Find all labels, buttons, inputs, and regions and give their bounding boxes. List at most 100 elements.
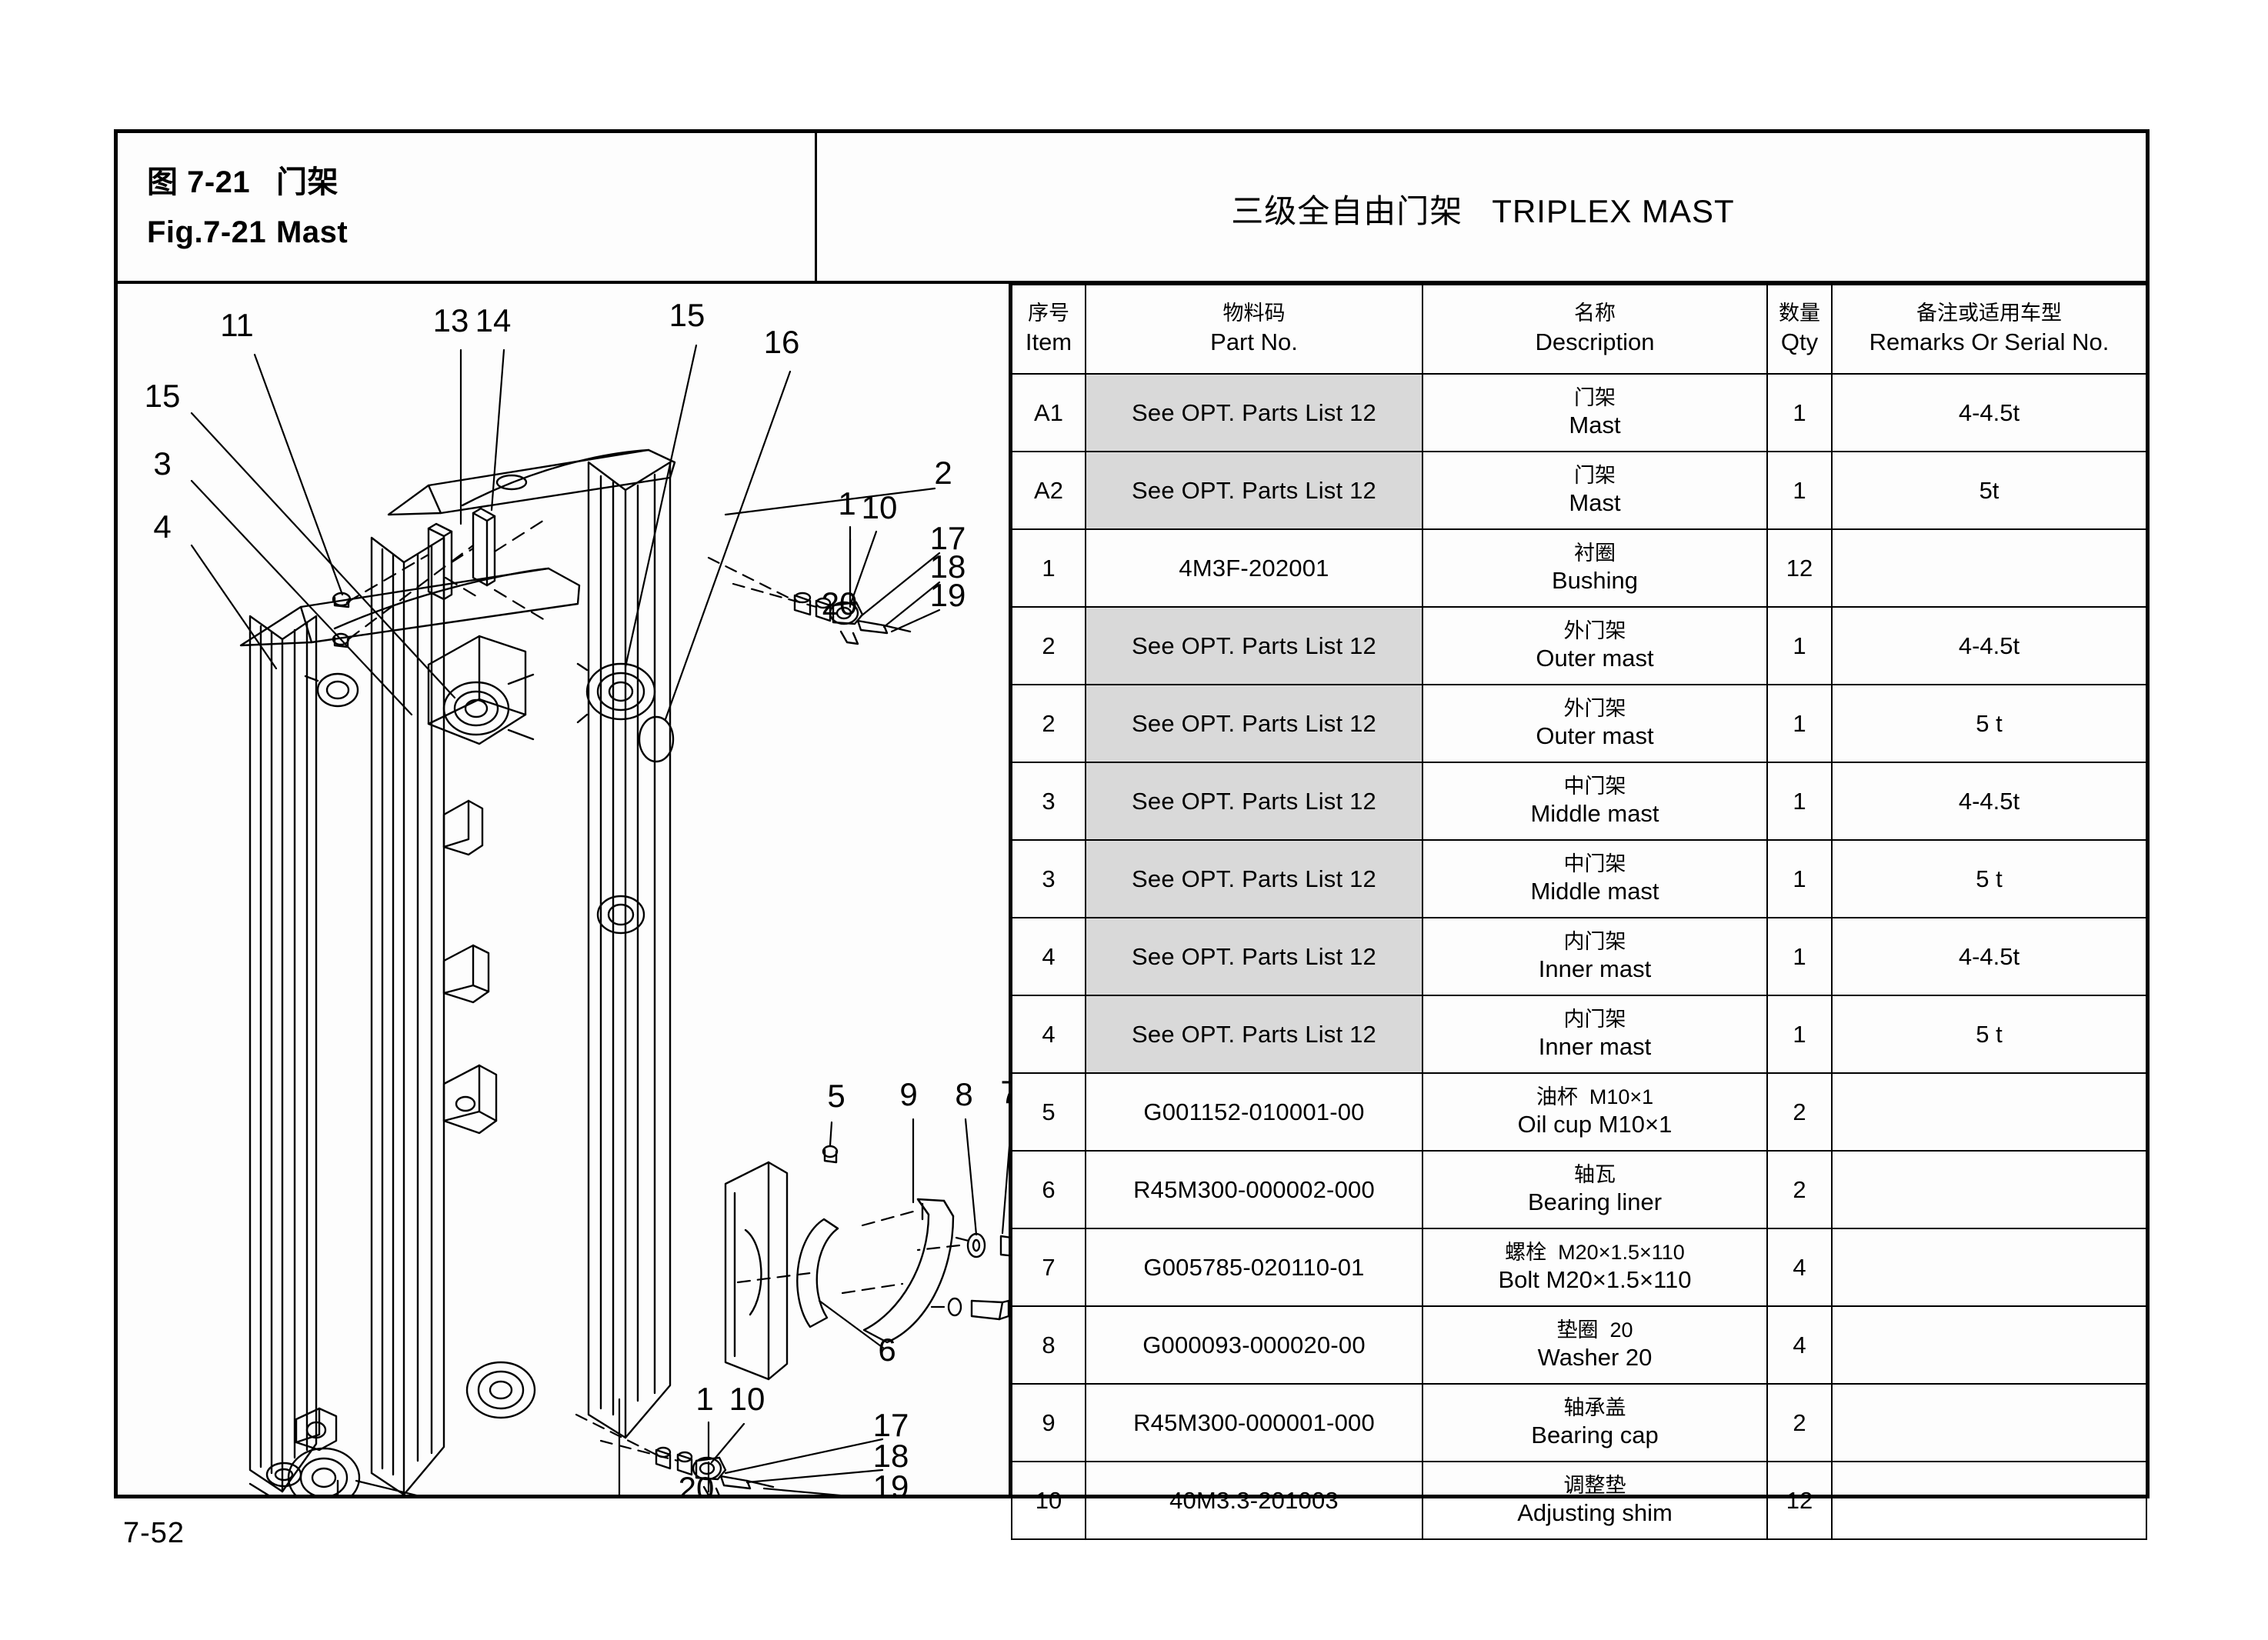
cell-remarks bbox=[1831, 1305, 2147, 1385]
description-en: Bushing bbox=[1551, 567, 1639, 595]
cell-remarks: 4-4.5t bbox=[1831, 917, 2147, 996]
header-desc-en: Description bbox=[1535, 328, 1655, 356]
cell-remarks: 5t bbox=[1831, 451, 2147, 530]
cell-item: 4 bbox=[1011, 917, 1086, 996]
cell-remarks bbox=[1831, 1461, 2147, 1540]
callout-number: 3 bbox=[153, 445, 171, 482]
header-qty: 数量 Qty bbox=[1766, 284, 1833, 375]
outer-mast-roller-mid bbox=[596, 895, 645, 935]
cell-remarks bbox=[1831, 1383, 2147, 1462]
mid-mast-bracket-c bbox=[442, 799, 484, 856]
cell-remarks bbox=[1831, 528, 2147, 608]
callout-number: 11 bbox=[220, 307, 254, 343]
cell-item: 4 bbox=[1011, 995, 1086, 1074]
description-en: Bolt M20×1.5×110 bbox=[1498, 1266, 1692, 1294]
cell-item: A1 bbox=[1011, 373, 1086, 452]
cell-qty: 2 bbox=[1766, 1383, 1833, 1462]
description-en: Inner mast bbox=[1538, 955, 1652, 983]
callout-number: 5 bbox=[827, 1078, 845, 1114]
description-en: Oil cup M10×1 bbox=[1517, 1111, 1673, 1138]
cell-qty: 1 bbox=[1766, 995, 1833, 1074]
callout-number: 14 bbox=[475, 302, 512, 338]
description-cn: 外门架 bbox=[1563, 619, 1626, 643]
cell-part-no: 4M3F-202001 bbox=[1085, 528, 1423, 608]
lower-hub-nut bbox=[295, 1407, 338, 1452]
drawing-table-divider bbox=[1009, 284, 1011, 1496]
base-plate-left bbox=[248, 1462, 339, 1496]
cell-remarks: 4-4.5t bbox=[1831, 373, 2147, 452]
description-en: Mast bbox=[1569, 489, 1621, 517]
callout-number: 19 bbox=[930, 577, 966, 613]
cell-item: 8 bbox=[1011, 1305, 1086, 1385]
header-item-en: Item bbox=[1025, 328, 1072, 356]
description-cn: 螺栓 M20×1.5×110 bbox=[1505, 1241, 1685, 1265]
cell-remarks: 5 t bbox=[1831, 839, 2147, 918]
bearing-cap-detail bbox=[796, 1145, 1009, 1344]
bottom-fastener-group bbox=[655, 1446, 775, 1496]
callout-number: 9 bbox=[899, 1076, 917, 1112]
lower-roller-inner bbox=[287, 1447, 361, 1496]
callout-number: 6 bbox=[878, 1332, 896, 1368]
cell-qty: 1 bbox=[1766, 373, 1833, 452]
table-header: 序号 Item 物料码 Part No. 名称 Description 数量 Q… bbox=[1011, 284, 2147, 375]
roller-cluster-upper-left bbox=[304, 672, 359, 708]
callout-number-labels: 1113141516153421101718192059876110171819… bbox=[145, 297, 1009, 1496]
cell-qty: 1 bbox=[1766, 839, 1833, 918]
figure-number-cn: 图 7-21 bbox=[147, 165, 251, 199]
cell-remarks: 5 t bbox=[1831, 995, 2147, 1074]
title-block-divider bbox=[815, 133, 817, 284]
cell-part-no: See OPT. Parts List 12 bbox=[1085, 606, 1423, 685]
cell-qty: 2 bbox=[1766, 1072, 1833, 1152]
header-part-en: Part No. bbox=[1210, 328, 1298, 356]
cell-part-no: See OPT. Parts List 12 bbox=[1085, 684, 1423, 763]
header-part-no: 物料码 Part No. bbox=[1085, 284, 1423, 375]
header-remarks: 备注或适用车型 Remarks Or Serial No. bbox=[1831, 284, 2147, 375]
cell-item: 9 bbox=[1011, 1383, 1086, 1462]
middle-mast-channel bbox=[370, 536, 445, 1496]
mid-mast-bracket-b bbox=[442, 944, 490, 1004]
callout-number: 1 bbox=[838, 485, 856, 522]
cell-item: 10 bbox=[1011, 1461, 1086, 1540]
cell-qty: 12 bbox=[1766, 1461, 1833, 1540]
shim-plate-13 bbox=[427, 522, 453, 601]
cell-qty: 12 bbox=[1766, 528, 1833, 608]
cell-remarks bbox=[1831, 1150, 2147, 1229]
header-item: 序号 Item bbox=[1011, 284, 1086, 375]
cell-remarks: 5 t bbox=[1831, 684, 2147, 763]
figure-name-en: Mast bbox=[276, 215, 349, 249]
description-en: Outer mast bbox=[1536, 722, 1654, 750]
header-part-cn: 物料码 bbox=[1222, 302, 1286, 325]
description-cn: 门架 bbox=[1574, 386, 1616, 410]
cell-part-no: G001152-010001-00 bbox=[1085, 1072, 1423, 1152]
callout-number: 15 bbox=[145, 378, 181, 414]
description-en: Mast bbox=[1569, 412, 1621, 439]
callout-number: 7 bbox=[1000, 1074, 1009, 1110]
description-cn: 调整垫 bbox=[1563, 1474, 1626, 1498]
callout-number: 10 bbox=[729, 1381, 765, 1417]
description-en: Outer mast bbox=[1536, 645, 1654, 672]
cell-item: 3 bbox=[1011, 839, 1086, 918]
mid-mast-bracket-a bbox=[442, 1064, 498, 1135]
cell-remarks bbox=[1831, 1228, 2147, 1307]
cell-qty: 1 bbox=[1766, 762, 1833, 841]
cell-item: 1 bbox=[1011, 528, 1086, 608]
cell-part-no: See OPT. Parts List 12 bbox=[1085, 451, 1423, 530]
cell-qty: 2 bbox=[1766, 1150, 1833, 1229]
header-description: 名称 Description bbox=[1422, 284, 1768, 375]
header-remarks-en: Remarks Or Serial No. bbox=[1869, 328, 2110, 356]
